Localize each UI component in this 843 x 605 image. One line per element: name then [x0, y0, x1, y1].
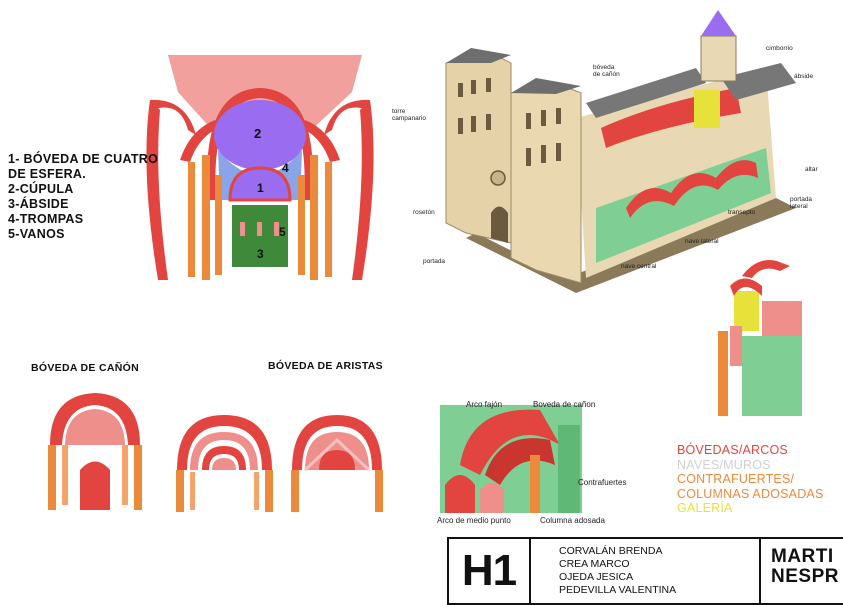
- label-arco-medio-punto: Arco de medio punto: [437, 516, 511, 525]
- cimborrio-roof: [701, 10, 736, 36]
- groin-pier: [265, 470, 273, 512]
- section-orange: [718, 331, 728, 416]
- detail-arch: [445, 475, 475, 513]
- groin-pier: [291, 470, 299, 512]
- sheet-code: H1: [449, 539, 531, 603]
- right-sweep: [352, 100, 374, 280]
- legend-item: DE ESFERA.: [8, 167, 158, 182]
- cimborrio-tower: [701, 36, 736, 81]
- caption-aristas: BÓVEDA DE ARISTAS: [268, 360, 383, 372]
- apse-window: [257, 222, 262, 236]
- groin-pier: [254, 472, 259, 510]
- label-arco-fajon: Arco fajón: [466, 400, 502, 409]
- groin-vault-2: [287, 410, 387, 515]
- label-roseton: rosetón: [413, 209, 435, 216]
- marker-2: 2: [254, 126, 261, 141]
- label-torre: torre campanario: [392, 108, 432, 122]
- detail-arch: [480, 483, 504, 514]
- section-yellow: [734, 291, 759, 331]
- barrel-pier: [122, 445, 128, 505]
- author-name: OJEDA JESICA: [559, 571, 676, 584]
- color-legend: BÓVEDAS/ARCOS NAVES/MUROS CONTRAFUERTES/…: [677, 443, 824, 516]
- legend-buttresses: CONTRAFUERTES/: [677, 472, 824, 487]
- author-name: CREA MARCO: [559, 558, 676, 571]
- rose-window: [491, 171, 505, 185]
- label-portada-lateral: portada lateral: [790, 196, 812, 210]
- legend-item: 2-CÚPULA: [8, 182, 158, 197]
- barrel-left-wall: [48, 445, 56, 510]
- label-transepto: transepto: [728, 209, 755, 216]
- author-name: CORVALÁN BRENDA: [559, 545, 676, 558]
- groin-pier: [375, 470, 383, 512]
- label-abside: ábside: [794, 73, 813, 80]
- column: [202, 155, 210, 280]
- section-arch: [742, 260, 790, 278]
- label-altar: altar: [805, 166, 818, 173]
- barrel-vault: [40, 385, 150, 515]
- label-boveda: bóveda de cañón: [593, 64, 620, 78]
- legend-item: 4-TROMPAS: [8, 212, 158, 227]
- dome-legend: 1- BÓVEDA DE CUATRO DE ESFERA. 2-CÚPULA …: [8, 152, 158, 242]
- column: [215, 175, 222, 275]
- barrel-opening: [80, 462, 110, 511]
- apse-window: [240, 222, 245, 236]
- column: [298, 175, 305, 275]
- label-cimborrio: cimborrio: [766, 45, 793, 52]
- legend-item: 3-ÁBSIDE: [8, 197, 158, 212]
- barrel-right-wall: [134, 445, 142, 510]
- vault-detail: [440, 405, 582, 513]
- groin-vault-arch: [212, 458, 236, 470]
- barrel-pier: [62, 445, 68, 505]
- teacher-names: MARTI NESPR: [771, 547, 839, 587]
- dome-diagram: [140, 50, 380, 280]
- column: [188, 162, 195, 277]
- marker-3: 3: [257, 247, 264, 261]
- gallery-section: [694, 90, 720, 128]
- title-divider: [759, 539, 761, 603]
- detail-buttress: [558, 425, 580, 513]
- caption-canon: BÓVEDA DE CAÑÓN: [31, 362, 139, 374]
- section-green: [742, 336, 802, 416]
- legend-gallery: GALERÍA: [677, 501, 824, 516]
- author-names: CORVALÁN BRENDA CREA MARCO OJEDA JESICA …: [559, 545, 676, 597]
- author-name: PEDEVILLA VALENTINA: [559, 584, 676, 597]
- section-diagram: [712, 256, 812, 421]
- groin-pier: [190, 472, 195, 510]
- barrel-vault-inner: [65, 409, 125, 445]
- label-nave-lateral: nave lateral: [685, 238, 719, 245]
- label-portada: portada: [423, 258, 445, 265]
- legend-item: 1- BÓVEDA DE CUATRO: [8, 152, 158, 167]
- legend-vaults: BÓVEDAS/ARCOS: [677, 443, 824, 458]
- detail-column: [530, 455, 540, 513]
- label-nave-central: nave central: [621, 263, 656, 270]
- marker-4: 4: [282, 161, 289, 175]
- groin-pier: [176, 470, 184, 512]
- legend-walls: NAVES/MUROS: [677, 458, 824, 473]
- legend-item: 5-VANOS: [8, 227, 158, 242]
- title-block: H1 CORVALÁN BRENDA CREA MARCO OJEDA JESI…: [447, 537, 843, 605]
- teacher-line: NESPR: [771, 567, 839, 587]
- column: [310, 155, 318, 280]
- column: [325, 162, 332, 277]
- section-pink2: [730, 326, 742, 366]
- label-contrafuertes: Contrafuertes: [578, 478, 626, 487]
- teacher-line: MARTI: [771, 547, 839, 567]
- groin-vault-1: [172, 410, 277, 515]
- marker-1: 1: [257, 181, 264, 195]
- legend-columns: COLUMNAS ADOSADAS: [677, 487, 824, 502]
- marker-5: 5: [279, 225, 286, 239]
- label-boveda-canon: Boveda de cañon: [533, 400, 595, 409]
- portal: [491, 207, 508, 244]
- label-columna-adosada: Columna adosada: [540, 516, 605, 525]
